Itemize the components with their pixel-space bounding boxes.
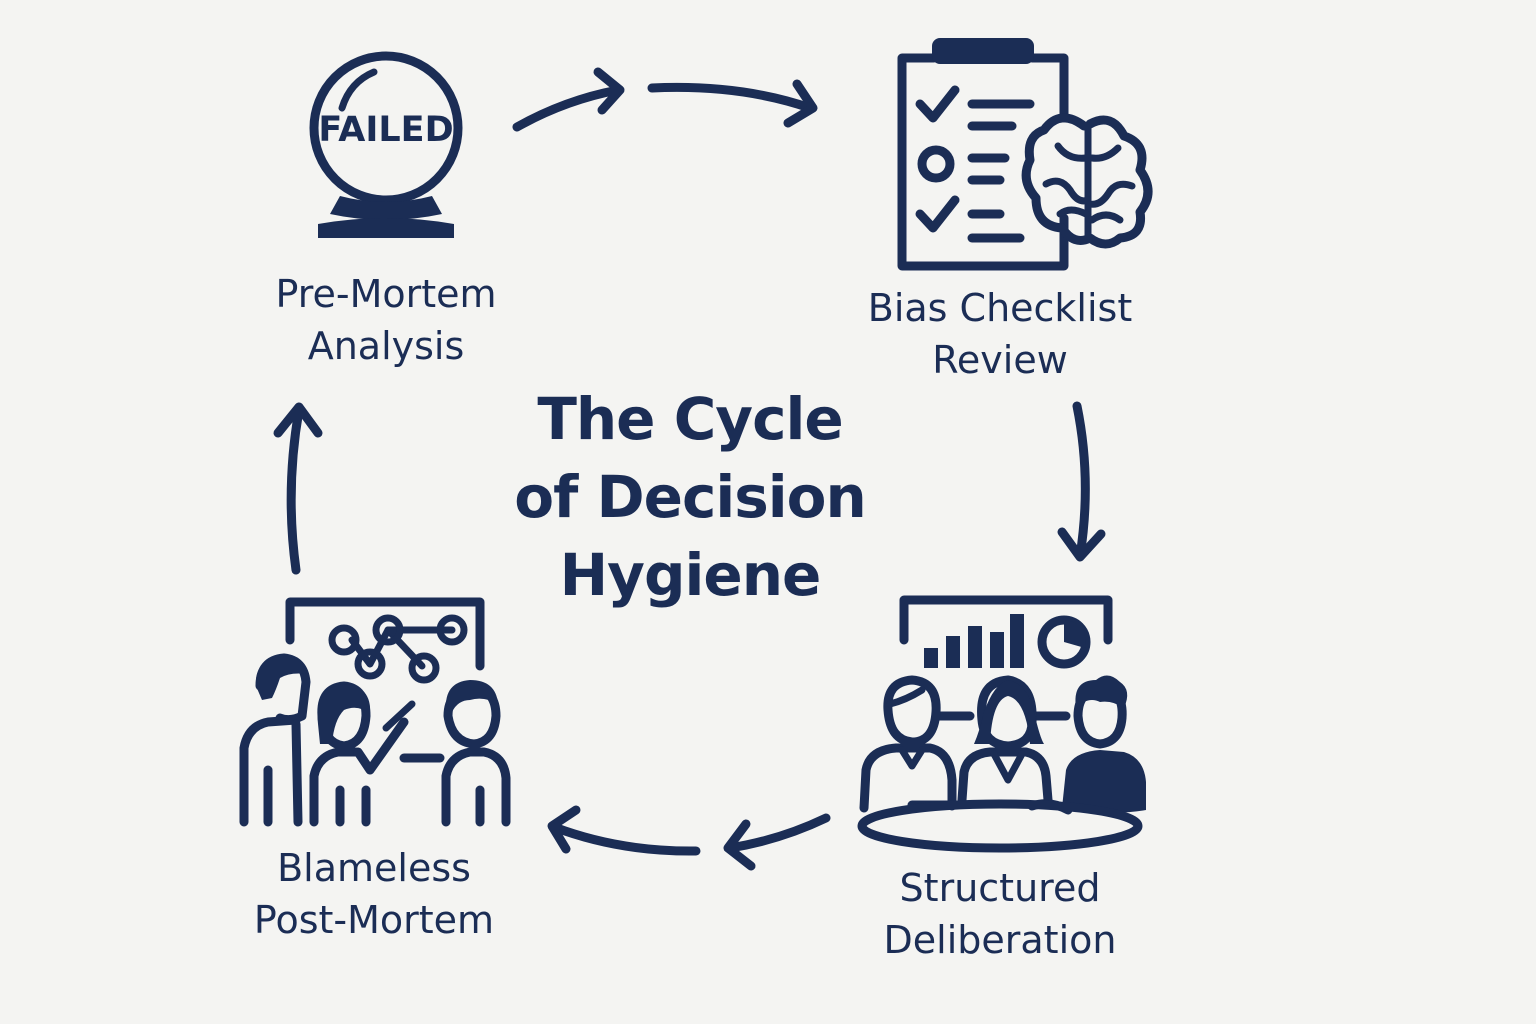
arrow-checklist-to-deliberation <box>1057 401 1106 562</box>
step-label-pre-mortem: Pre-Mortem Analysis <box>236 268 536 372</box>
step-label-line: Bias Checklist <box>867 286 1133 330</box>
step-label-line: Review <box>932 338 1068 382</box>
step-label-line: Structured <box>899 866 1101 910</box>
title-line: of Decision <box>514 463 867 531</box>
step-label-line: Blameless <box>277 846 471 890</box>
diagram-title: The Cycle of Decision Hygiene <box>460 380 920 614</box>
title-line: The Cycle <box>537 385 843 453</box>
step-label-structured-deliberation: Structured Deliberation <box>850 862 1150 966</box>
crystal-ball-icon: FAILED <box>309 51 463 238</box>
step-label-bias-checklist: Bias Checklist Review <box>840 282 1160 386</box>
step-label-line: Analysis <box>307 324 465 368</box>
team-discussion-icon <box>239 597 511 827</box>
step-label-line: Pre-Mortem <box>275 272 497 316</box>
checklist-brain-icon <box>897 38 1153 271</box>
arrow-postmortem-to-premortem <box>273 402 323 575</box>
meeting-table-icon <box>857 595 1146 853</box>
title-line: Hygiene <box>559 541 822 609</box>
step-label-line: Post-Mortem <box>253 898 495 942</box>
step-label-blameless-post-mortem: Blameless Post-Mortem <box>224 842 524 946</box>
arrow-deliberation-to-postmortem-b <box>547 805 701 856</box>
arrow-premortem-to-checklist-b <box>647 79 818 128</box>
step-label-line: Deliberation <box>883 918 1117 962</box>
arrow-deliberation-to-postmortem-a <box>723 813 831 871</box>
failed-badge: FAILED <box>318 110 453 150</box>
arrow-premortem-to-checklist-a <box>512 67 625 132</box>
